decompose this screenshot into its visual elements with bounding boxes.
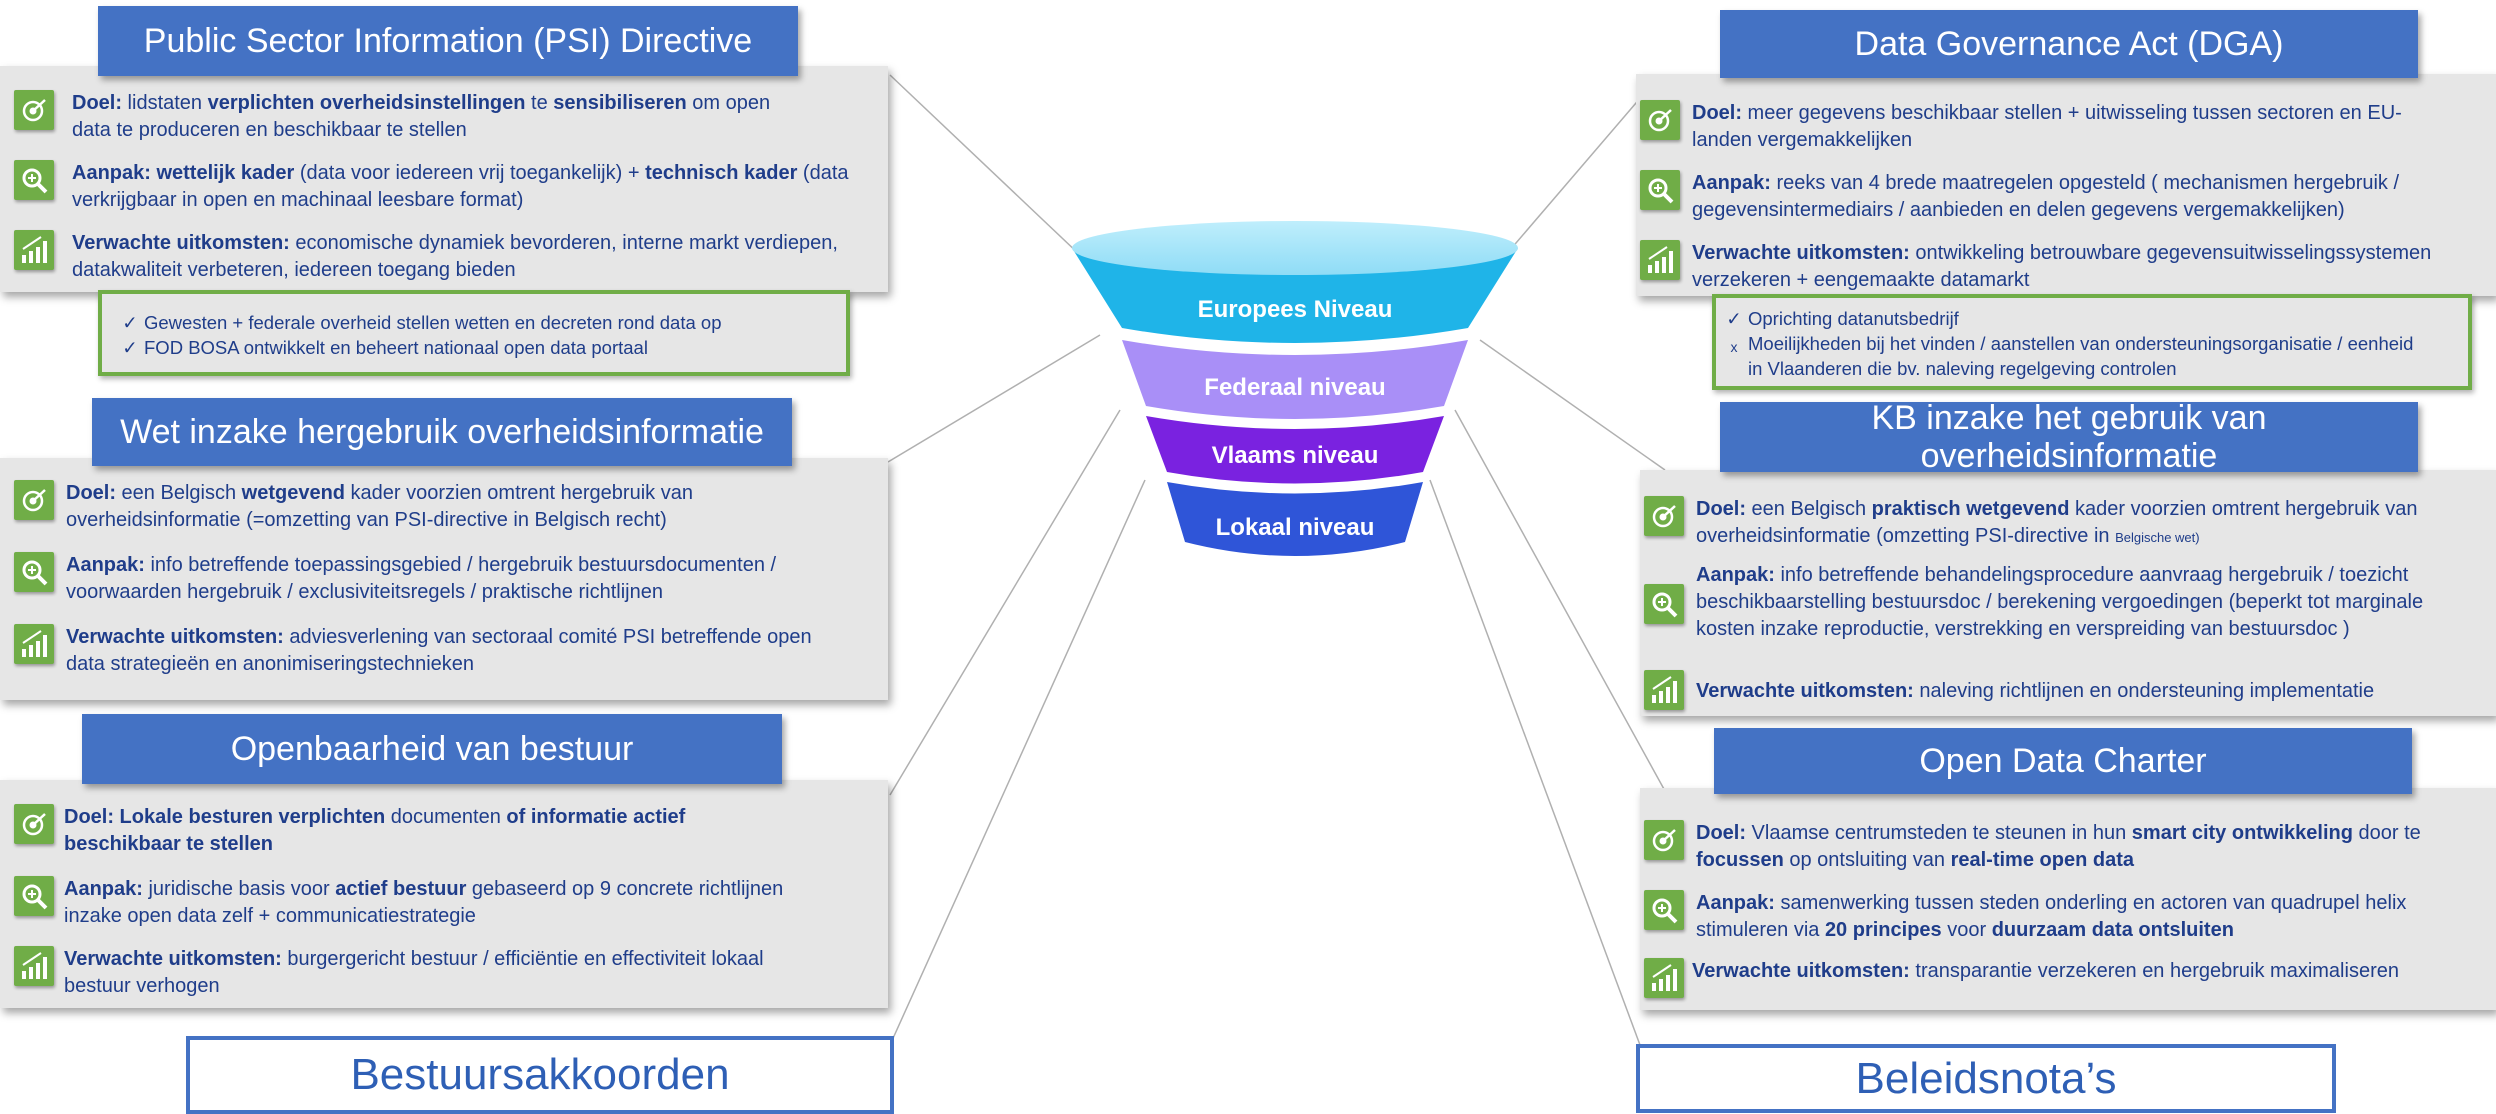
magnifier-icon	[1640, 170, 1680, 210]
psi-note-item: ✓FOD BOSA ontwikkelt en beheert nationaa…	[122, 337, 648, 358]
wet-header: Wet inzake hergebruik overheidsinformati…	[92, 398, 792, 466]
kb-aanpak-row: Aanpak: info betreffende behandelingspro…	[1644, 562, 2496, 643]
psi-aanpak-row: Aanpak: wettelijk kader (data voor ieder…	[14, 160, 888, 214]
kb-panel: Doel: een Belgisch praktisch wetgevend k…	[1640, 470, 2496, 716]
kb-uitkomsten-row: Verwachte uitkomsten: naleving richtlijn…	[1644, 670, 2496, 710]
policy-level-funnel: Europees Niveau Federaal niveau Vlaams n…	[1060, 210, 1530, 580]
openbaarheid-doel-row: Doel: Lokale besturen verplichten docume…	[14, 804, 888, 858]
wet-aanpak-text: Aanpak: info betreffende toepassingsgebi…	[66, 554, 777, 603]
wet-uitkomsten-text: Verwachte uitkomsten: adviesverlening va…	[66, 626, 812, 675]
openbaarheid-doel-text: Doel: Lokale besturen verplichten docume…	[64, 806, 686, 855]
psi-panel: Doel: lidstaten verplichten overheidsins…	[0, 66, 888, 292]
growth-chart-icon	[14, 230, 54, 270]
dga-note-item: ✓Oprichting datanutsbedrijf	[1726, 308, 1959, 329]
dga-doel-text: Doel: meer gegevens beschikbaar stellen …	[1692, 102, 2402, 151]
charter-aanpak-row: Aanpak: samenwerking tussen steden onder…	[1644, 890, 2496, 944]
wet-doel-row: Doel: een Belgisch wetgevend kader voorz…	[14, 480, 888, 534]
growth-chart-icon	[1644, 670, 1684, 710]
wet-doel-text: Doel: een Belgisch wetgevend kader voorz…	[66, 482, 693, 531]
charter-uitkomsten-row: Verwachte uitkomsten: transparantie verz…	[1644, 958, 2496, 998]
kb-doel-text: Doel: een Belgisch praktisch wetgevend k…	[1696, 498, 2418, 547]
funnel-level-vlaams: Vlaams niveau	[1211, 442, 1379, 469]
openbaarheid-aanpak-row: Aanpak: juridische basis voor actief bes…	[14, 876, 888, 930]
magnifier-icon	[1644, 890, 1684, 930]
psi-uitkomsten-text: Verwachte uitkomsten: economische dynami…	[72, 232, 838, 281]
openbaarheid-panel: Doel: Lokale besturen verplichten docume…	[0, 780, 888, 1008]
dga-uitkomsten-text: Verwachte uitkomsten: ontwikkeling betro…	[1692, 242, 2432, 291]
target-icon	[1644, 496, 1684, 536]
openbaarheid-uitkomsten-text: Verwachte uitkomsten: burgergericht best…	[64, 948, 764, 997]
magnifier-icon	[14, 552, 54, 592]
beleidsnotas-box: Beleidsnota’s	[1636, 1044, 2336, 1113]
dga-doel-row: Doel: meer gegevens beschikbaar stellen …	[1640, 100, 2496, 154]
openbaarheid-uitkomsten-row: Verwachte uitkomsten: burgergericht best…	[14, 946, 888, 1000]
psi-aanpak-text: Aanpak: wettelijk kader (data voor ieder…	[72, 162, 849, 211]
wet-aanpak-row: Aanpak: info betreffende toepassingsgebi…	[14, 552, 888, 606]
growth-chart-icon	[1640, 240, 1680, 280]
target-icon	[1644, 820, 1684, 860]
magnifier-icon	[14, 160, 54, 200]
wet-panel: Doel: een Belgisch wetgevend kader voorz…	[0, 458, 888, 700]
dga-header: Data Governance Act (DGA)	[1720, 10, 2418, 78]
kb-doel-row: Doel: een Belgisch praktisch wetgevend k…	[1644, 496, 2496, 551]
target-icon	[1640, 100, 1680, 140]
funnel-level-lokaal: Lokaal niveau	[1215, 514, 1375, 541]
openbaarheid-aanpak-text: Aanpak: juridische basis voor actief bes…	[64, 878, 784, 927]
charter-header: Open Data Charter	[1714, 728, 2412, 794]
openbaarheid-header: Openbaarheid van bestuur	[82, 714, 782, 784]
growth-chart-icon	[14, 624, 54, 664]
dga-panel: Doel: meer gegevens beschikbaar stellen …	[1636, 74, 2496, 296]
target-icon	[14, 480, 54, 520]
target-icon	[14, 804, 54, 844]
magnifier-icon	[1644, 584, 1684, 624]
charter-doel-row: Doel: Vlaamse centrumsteden te steunen i…	[1644, 820, 2496, 874]
psi-doel-text: Doel: lidstaten verplichten overheidsins…	[72, 92, 771, 141]
funnel-level-europees: Europees Niveau	[1197, 296, 1393, 323]
growth-chart-icon	[14, 946, 54, 986]
charter-uitkomsten-text: Verwachte uitkomsten: transparantie verz…	[1692, 960, 2399, 982]
charter-aanpak-text: Aanpak: samenwerking tussen steden onder…	[1696, 892, 2407, 941]
psi-doel-row: Doel: lidstaten verplichten overheidsins…	[14, 90, 888, 144]
psi-uitkomsten-row: Verwachte uitkomsten: economische dynami…	[14, 230, 888, 284]
charter-doel-text: Doel: Vlaamse centrumsteden te steunen i…	[1696, 822, 2421, 871]
magnifier-icon	[14, 876, 54, 916]
bestuursakkoorden-box: Bestuursakkoorden	[186, 1036, 894, 1114]
kb-header: KB inzake het gebruik van overheidsinfor…	[1720, 399, 2418, 475]
dga-aanpak-text: Aanpak: reeks van 4 brede maatregelen op…	[1692, 172, 2400, 221]
wet-uitkomsten-row: Verwachte uitkomsten: adviesverlening va…	[14, 624, 888, 678]
growth-chart-icon	[1644, 958, 1684, 998]
target-icon	[14, 90, 54, 130]
kb-uitkomsten-text: Verwachte uitkomsten: naleving richtlijn…	[1696, 680, 2375, 702]
charter-panel: Doel: Vlaamse centrumsteden te steunen i…	[1640, 788, 2496, 1010]
dga-uitkomsten-row: Verwachte uitkomsten: ontwikkeling betro…	[1640, 240, 2496, 294]
dga-aanpak-row: Aanpak: reeks van 4 brede maatregelen op…	[1640, 170, 2496, 224]
psi-header: Public Sector Information (PSI) Directiv…	[98, 6, 798, 76]
funnel-level-federaal: Federaal niveau	[1204, 374, 1386, 401]
psi-notes-box: ✓Gewesten + federale overheid stellen we…	[98, 290, 850, 376]
psi-note-item: ✓Gewesten + federale overheid stellen we…	[122, 312, 722, 333]
kb-aanpak-text: Aanpak: info betreffende behandelingspro…	[1696, 564, 2424, 640]
